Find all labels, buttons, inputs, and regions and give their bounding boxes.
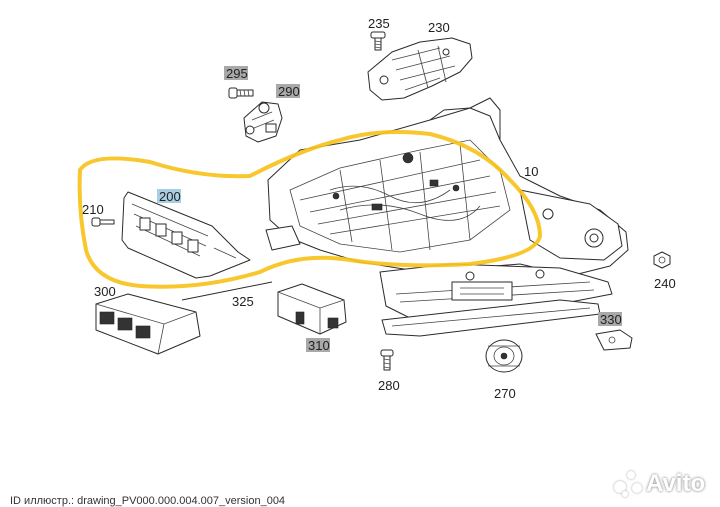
illustration-caption: ID иллюстр.: drawing_PV000.000.004.007_v… — [10, 495, 286, 507]
part-230-drawing — [367, 37, 473, 101]
avito-watermark: Avito — [612, 470, 705, 498]
svg-text:325: 325 — [232, 294, 254, 309]
part-label-230: 230 — [428, 20, 450, 35]
part-label-295: 295 — [224, 66, 248, 81]
svg-text:210: 210 — [82, 202, 104, 217]
part-label-325: 325 — [232, 294, 254, 309]
svg-text:290: 290 — [278, 84, 300, 99]
part-10-drawing — [265, 97, 629, 277]
part-280-drawing — [380, 349, 394, 371]
part-label-270: 270 — [494, 386, 516, 401]
part-330-drawing — [595, 329, 633, 351]
seat-rails-drawing — [379, 263, 613, 337]
svg-text:330: 330 — [600, 312, 622, 327]
part-270-drawing — [485, 339, 523, 373]
svg-text:230: 230 — [428, 20, 450, 35]
part-310-drawing — [277, 283, 347, 335]
part-210-drawing — [91, 217, 115, 227]
part-300-drawing — [95, 293, 201, 355]
part-240-drawing — [653, 251, 671, 269]
part-295-drawing — [228, 87, 254, 99]
part-label-310: 310 — [306, 338, 330, 353]
part-label-300: 300 — [94, 284, 116, 299]
part-325-drawing — [181, 281, 273, 301]
svg-text:310: 310 — [308, 338, 330, 353]
part-290-drawing — [243, 101, 283, 143]
part-label-235: 235 — [368, 16, 390, 31]
part-label-290: 290 — [276, 84, 300, 99]
svg-text:240: 240 — [654, 276, 676, 291]
part-label-280: 280 — [378, 378, 400, 393]
part-label-200: 200 — [157, 189, 181, 204]
part-label-10: 10 — [524, 164, 538, 179]
part-label-240: 240 — [654, 276, 676, 291]
highlight-outline — [77, 130, 542, 289]
avito-watermark-text: Avito — [646, 470, 706, 497]
svg-text:300: 300 — [94, 284, 116, 299]
svg-text:270: 270 — [494, 386, 516, 401]
avito-logo-icon — [612, 471, 642, 497]
svg-text:235: 235 — [368, 16, 390, 31]
svg-text:280: 280 — [378, 378, 400, 393]
part-235-drawing — [370, 31, 386, 51]
svg-text:200: 200 — [159, 189, 181, 204]
part-label-330: 330 — [598, 312, 622, 327]
part-label-210: 210 — [82, 202, 104, 217]
svg-text:295: 295 — [226, 66, 248, 81]
svg-text:10: 10 — [524, 164, 538, 179]
part-200-drawing — [121, 191, 251, 279]
